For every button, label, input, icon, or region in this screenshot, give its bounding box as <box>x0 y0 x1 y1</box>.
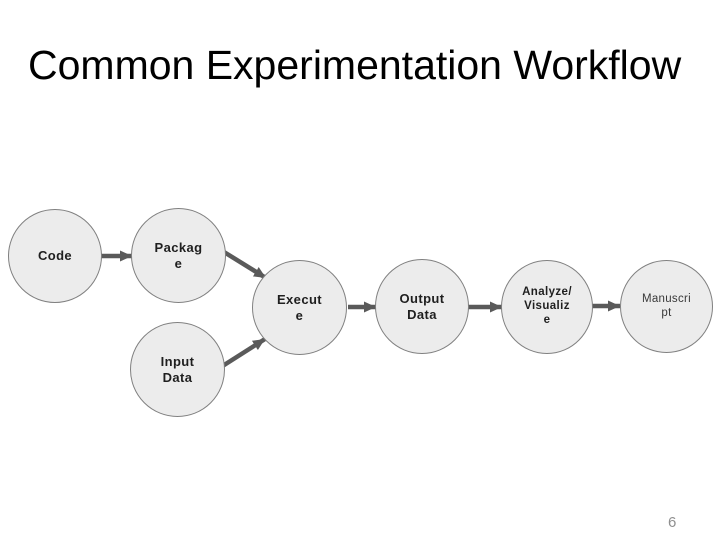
node-manuscript-label: Manuscri pt <box>641 292 692 319</box>
node-package: Packag e <box>131 208 226 303</box>
node-manuscript: Manuscri pt <box>620 260 713 353</box>
node-output-data-label: Output Data <box>399 290 445 322</box>
node-input-data: Input Data <box>130 322 225 417</box>
node-output-data: Output Data <box>375 259 469 354</box>
node-analyze-visualize-label: Analyze/ Visualiz e <box>522 286 572 326</box>
node-input-data-label: Input Data <box>160 353 195 385</box>
node-execute-label: Execut e <box>276 291 323 323</box>
slide-page-number: 6 <box>668 514 677 531</box>
node-execute: Execut e <box>252 260 347 355</box>
node-analyze-visualize: Analyze/ Visualiz e <box>501 260 593 354</box>
node-code-label: Code <box>37 248 73 264</box>
slide-title: Common Experimentation Workflow <box>28 42 682 88</box>
node-code: Code <box>8 209 102 303</box>
arrow-package-to-execute <box>222 250 268 280</box>
node-package-label: Packag e <box>154 239 203 271</box>
arrow-inputdata-to-execute <box>219 337 267 369</box>
